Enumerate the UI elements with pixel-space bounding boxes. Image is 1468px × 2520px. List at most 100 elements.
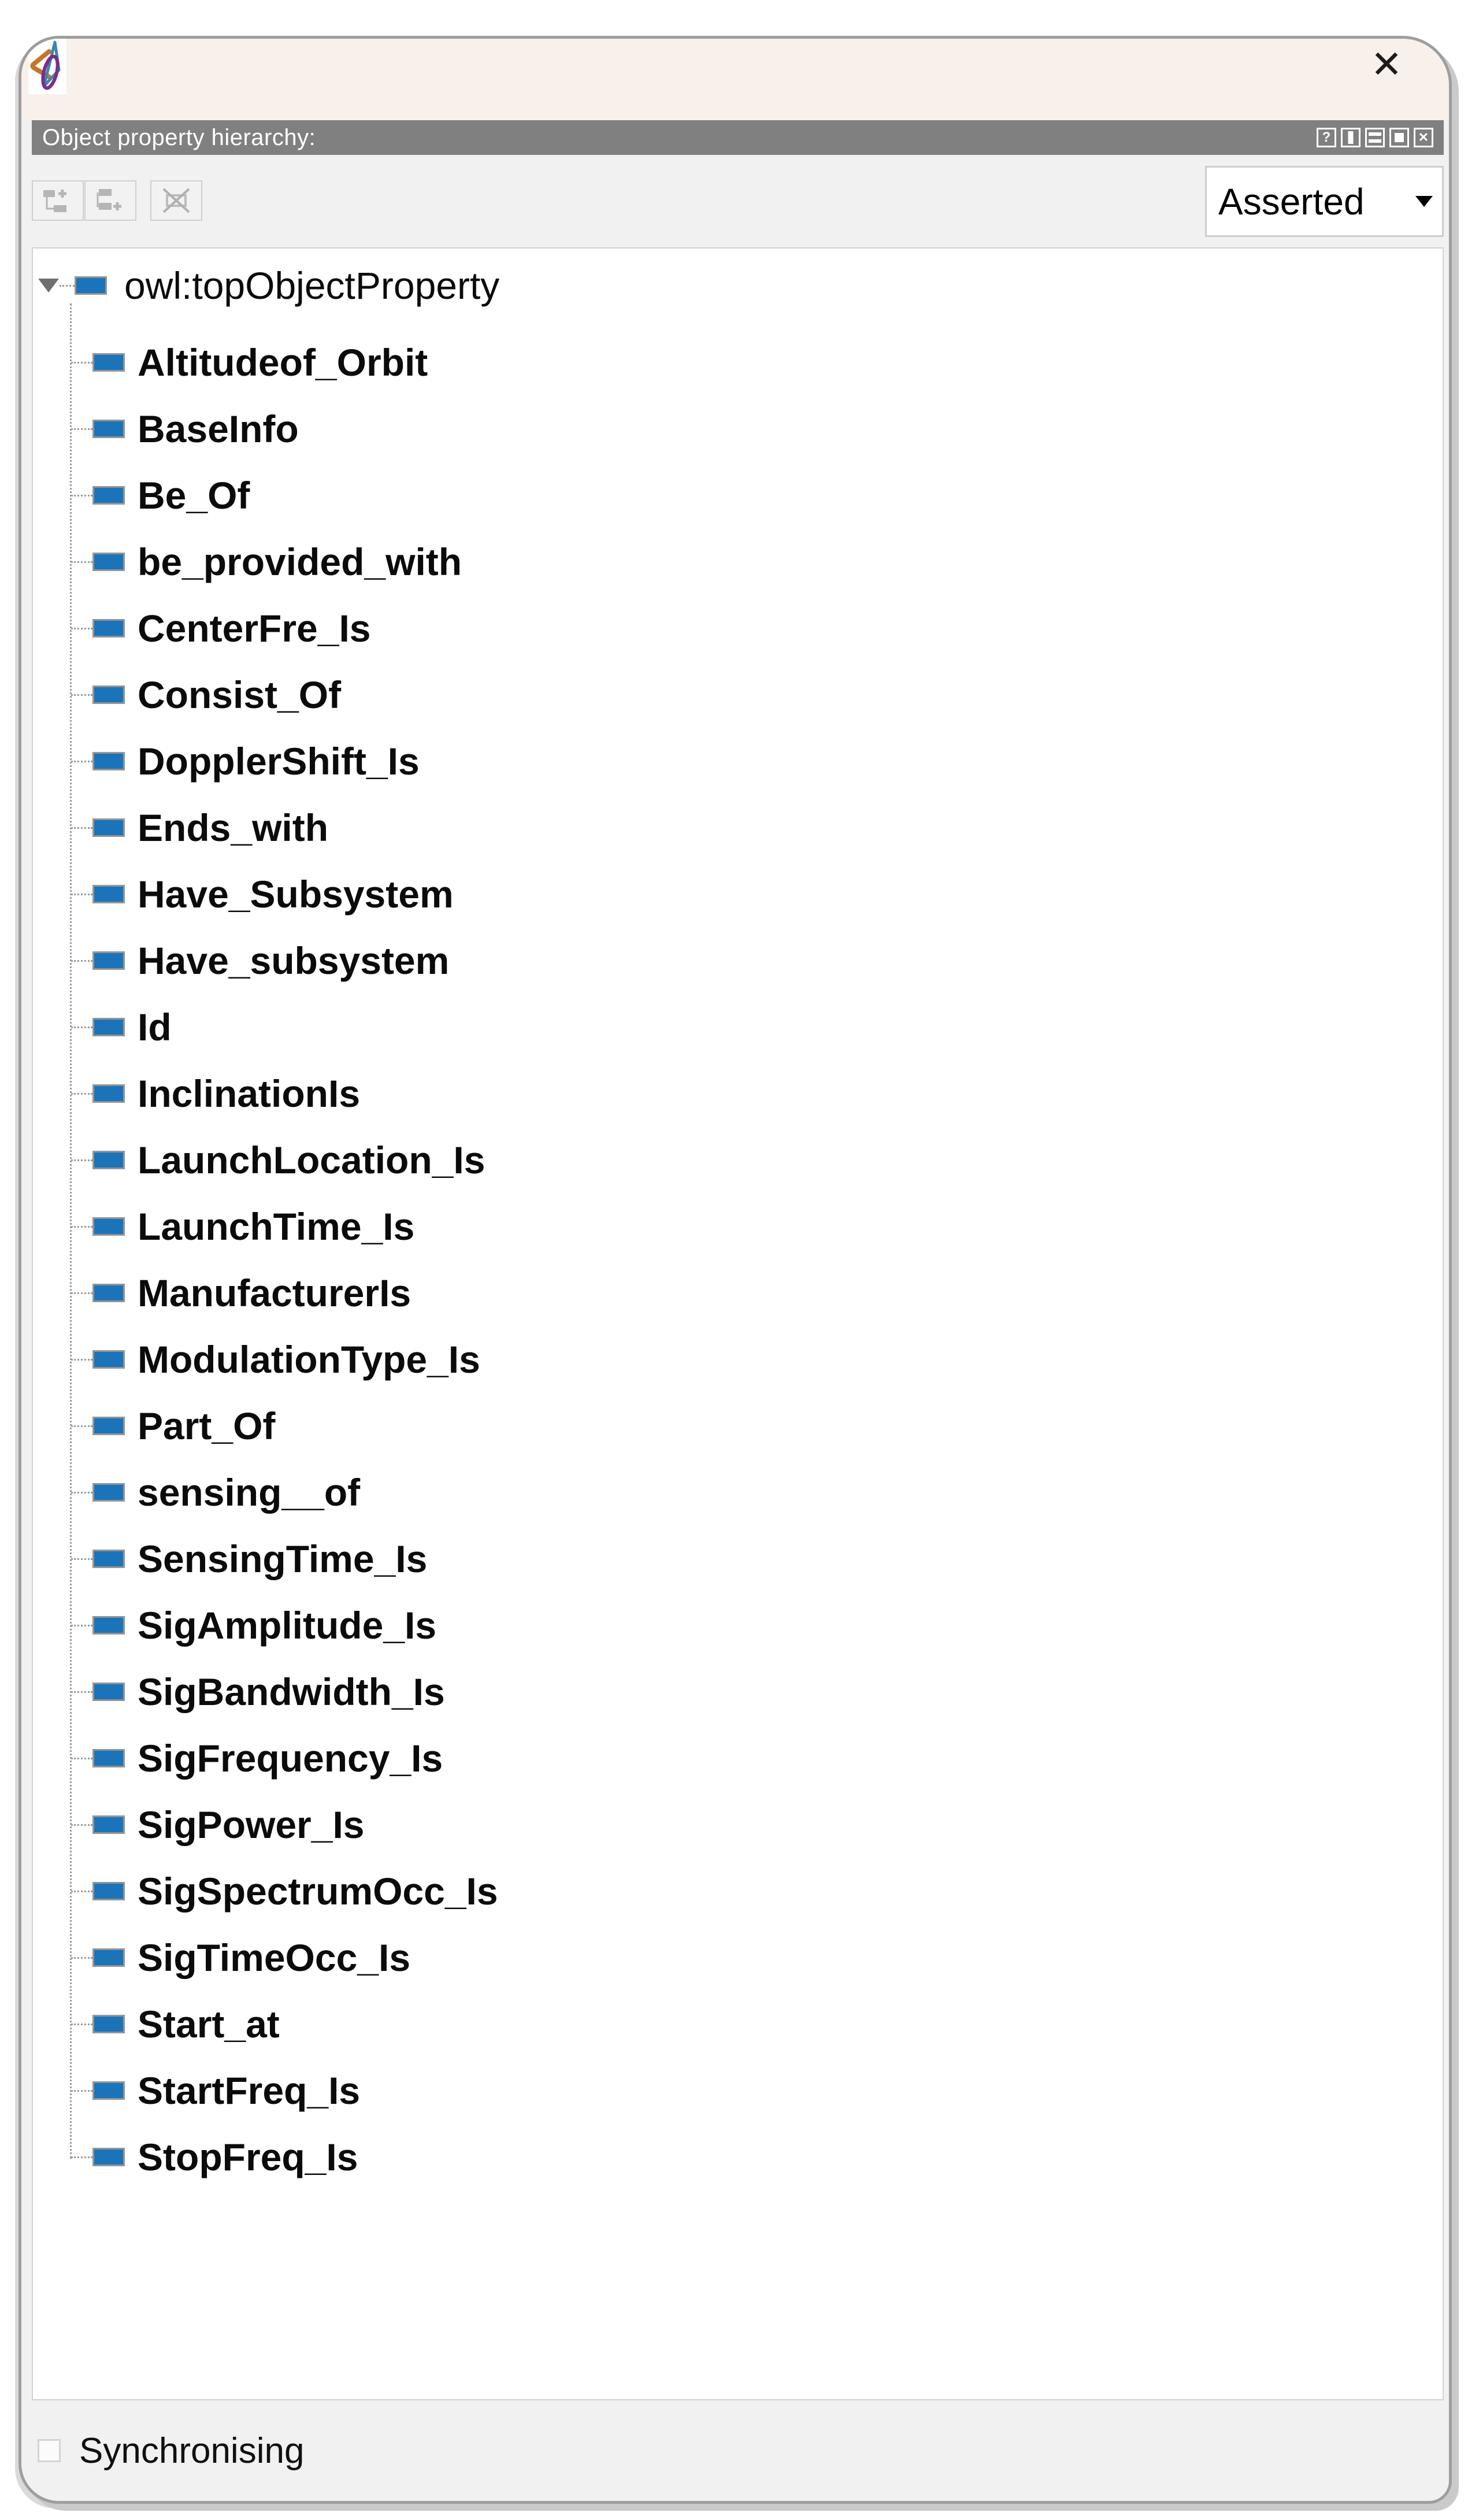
tree-item[interactable]: SigSpectrumOcc_Is [33, 1867, 1443, 1915]
tree-item-label: SigFrequency_Is [138, 1737, 443, 1780]
object-property-icon [92, 885, 125, 903]
tree-item[interactable]: Id [33, 1003, 1443, 1051]
object-property-icon [92, 951, 125, 970]
delete-property-icon [162, 188, 190, 213]
tree-item[interactable]: StartFreq_Is [33, 2066, 1443, 2115]
add-sub-property-icon [43, 190, 66, 212]
tree-item-label: Altitudeof_Orbit [138, 341, 428, 384]
object-property-icon [92, 818, 125, 837]
tree-connector [71, 1425, 92, 1427]
tree-item[interactable]: SigPower_Is [33, 1800, 1443, 1849]
tree-item-label: SigSpectrumOcc_Is [138, 1870, 498, 1913]
object-property-icon [92, 2148, 125, 2166]
tree-item-label: Ends_with [138, 806, 329, 849]
tree-item[interactable]: SigBandwidth_Is [33, 1667, 1443, 1716]
tree-connector [71, 2089, 92, 2092]
tree-item[interactable]: ManufacturerIs [33, 1269, 1443, 1317]
delete-property-button[interactable] [150, 180, 202, 221]
split-vertical-icon[interactable] [1341, 128, 1361, 147]
tree-connector [71, 1292, 92, 1294]
help-icon[interactable]: ? [1317, 128, 1336, 147]
tree-connector [71, 494, 92, 496]
tree-item[interactable]: BaseInfo [33, 405, 1443, 453]
tree-item[interactable]: sensing__of [33, 1468, 1443, 1517]
object-property-icon [92, 1948, 125, 1967]
close-panel-icon[interactable]: ✕ [1414, 128, 1433, 147]
view-selector-value: Asserted [1218, 180, 1365, 223]
tree-item-label: SigTimeOcc_Is [138, 1936, 411, 1979]
property-tree-panel[interactable]: owl:topObjectProperty Altitudeof_Orbit B… [32, 247, 1444, 2400]
tree-item-label: SigAmplitude_Is [138, 1604, 437, 1647]
tree-item[interactable]: Have_subsystem [33, 936, 1443, 985]
tree-item[interactable]: LaunchLocation_Is [33, 1136, 1443, 1184]
tree-connector [71, 893, 92, 895]
panel-header-icons: ? ✕ [1317, 128, 1433, 147]
tree-guide-line [70, 303, 72, 2159]
object-property-icon [75, 276, 107, 295]
tree-item-label: Be_Of [138, 474, 250, 517]
tree-item[interactable]: be_provided_with [33, 538, 1443, 586]
tree-item-label: StartFreq_Is [138, 2069, 361, 2112]
tree-root-row[interactable]: owl:topObjectProperty [33, 261, 1443, 310]
object-property-icon [92, 1882, 125, 1900]
tree-connector [71, 1159, 92, 1161]
object-property-icon [92, 1483, 125, 1502]
tree-connector [71, 827, 92, 829]
object-property-icon [92, 685, 125, 704]
tree-item-label: ManufacturerIs [138, 1272, 412, 1314]
float-icon[interactable] [1389, 128, 1409, 147]
window-close-button[interactable]: ✕ [1370, 42, 1403, 86]
tree-connector [71, 627, 92, 629]
tree-item[interactable]: Start_at [33, 2000, 1443, 2048]
add-sibling-property-icon [97, 189, 121, 210]
add-sibling-property-button[interactable] [84, 180, 136, 221]
tree-item[interactable]: DopplerShift_Is [33, 737, 1443, 785]
tree-item-label: Start_at [138, 2003, 280, 2045]
tree-item[interactable]: Have_Subsystem [33, 870, 1443, 918]
split-horizontal-icon[interactable] [1365, 128, 1385, 147]
object-property-icon [92, 1616, 125, 1635]
view-selector-dropdown[interactable]: Asserted [1205, 166, 1444, 237]
synchronising-checkbox[interactable] [38, 2439, 61, 2462]
tree-item[interactable]: InclinationIs [33, 1069, 1443, 1118]
tree-item[interactable]: Ends_with [33, 803, 1443, 852]
tree-item[interactable]: Altitudeof_Orbit [33, 338, 1443, 387]
object-property-hierarchy-window: ✕ Object property hierarchy: ? ✕ [18, 36, 1452, 2504]
tree-item[interactable]: Be_Of [33, 471, 1443, 520]
synchronising-label: Synchronising [79, 2430, 305, 2471]
object-property-icon [92, 353, 125, 372]
tree-item-label: Part_Of [138, 1404, 276, 1447]
tree-item[interactable]: StopFreq_Is [33, 2133, 1443, 2181]
object-property-icon [92, 1151, 125, 1169]
object-property-icon [92, 2081, 125, 2100]
tree-connector [71, 1624, 92, 1626]
tree-item[interactable]: Consist_Of [33, 670, 1443, 719]
object-property-icon [92, 1417, 125, 1435]
tree-connector [71, 1890, 92, 1892]
tree-connector [71, 1691, 92, 1693]
tree-item[interactable]: CenterFre_Is [33, 604, 1443, 653]
object-property-icon [92, 1815, 125, 1834]
object-property-icon [92, 2015, 125, 2033]
add-sub-property-button[interactable] [32, 180, 84, 221]
tree-item[interactable]: SensingTime_Is [33, 1535, 1443, 1583]
tree-connector [71, 694, 92, 696]
protege-logo-icon [28, 39, 66, 94]
tree-item-label: SigPower_Is [138, 1803, 365, 1846]
panel-title: Object property hierarchy: [42, 124, 316, 150]
tree-connector [71, 1956, 92, 1959]
tree-item-label: StopFreq_Is [138, 2136, 358, 2178]
tree-connector [71, 1558, 92, 1560]
tree-item[interactable]: LaunchTime_Is [33, 1202, 1443, 1251]
tree-connector [71, 1824, 92, 1826]
expand-arrow-icon[interactable] [38, 279, 59, 292]
tree-item[interactable]: SigAmplitude_Is [33, 1601, 1443, 1650]
tree-item[interactable]: SigTimeOcc_Is [33, 1933, 1443, 1982]
tree-connector [71, 1026, 92, 1028]
tree-connector [71, 2023, 92, 2025]
tree-item-label: DopplerShift_Is [138, 740, 420, 783]
tree-connector [71, 2156, 92, 2158]
tree-item[interactable]: ModulationType_Is [33, 1335, 1443, 1384]
tree-item[interactable]: Part_Of [33, 1402, 1443, 1450]
tree-item[interactable]: SigFrequency_Is [33, 1734, 1443, 1782]
